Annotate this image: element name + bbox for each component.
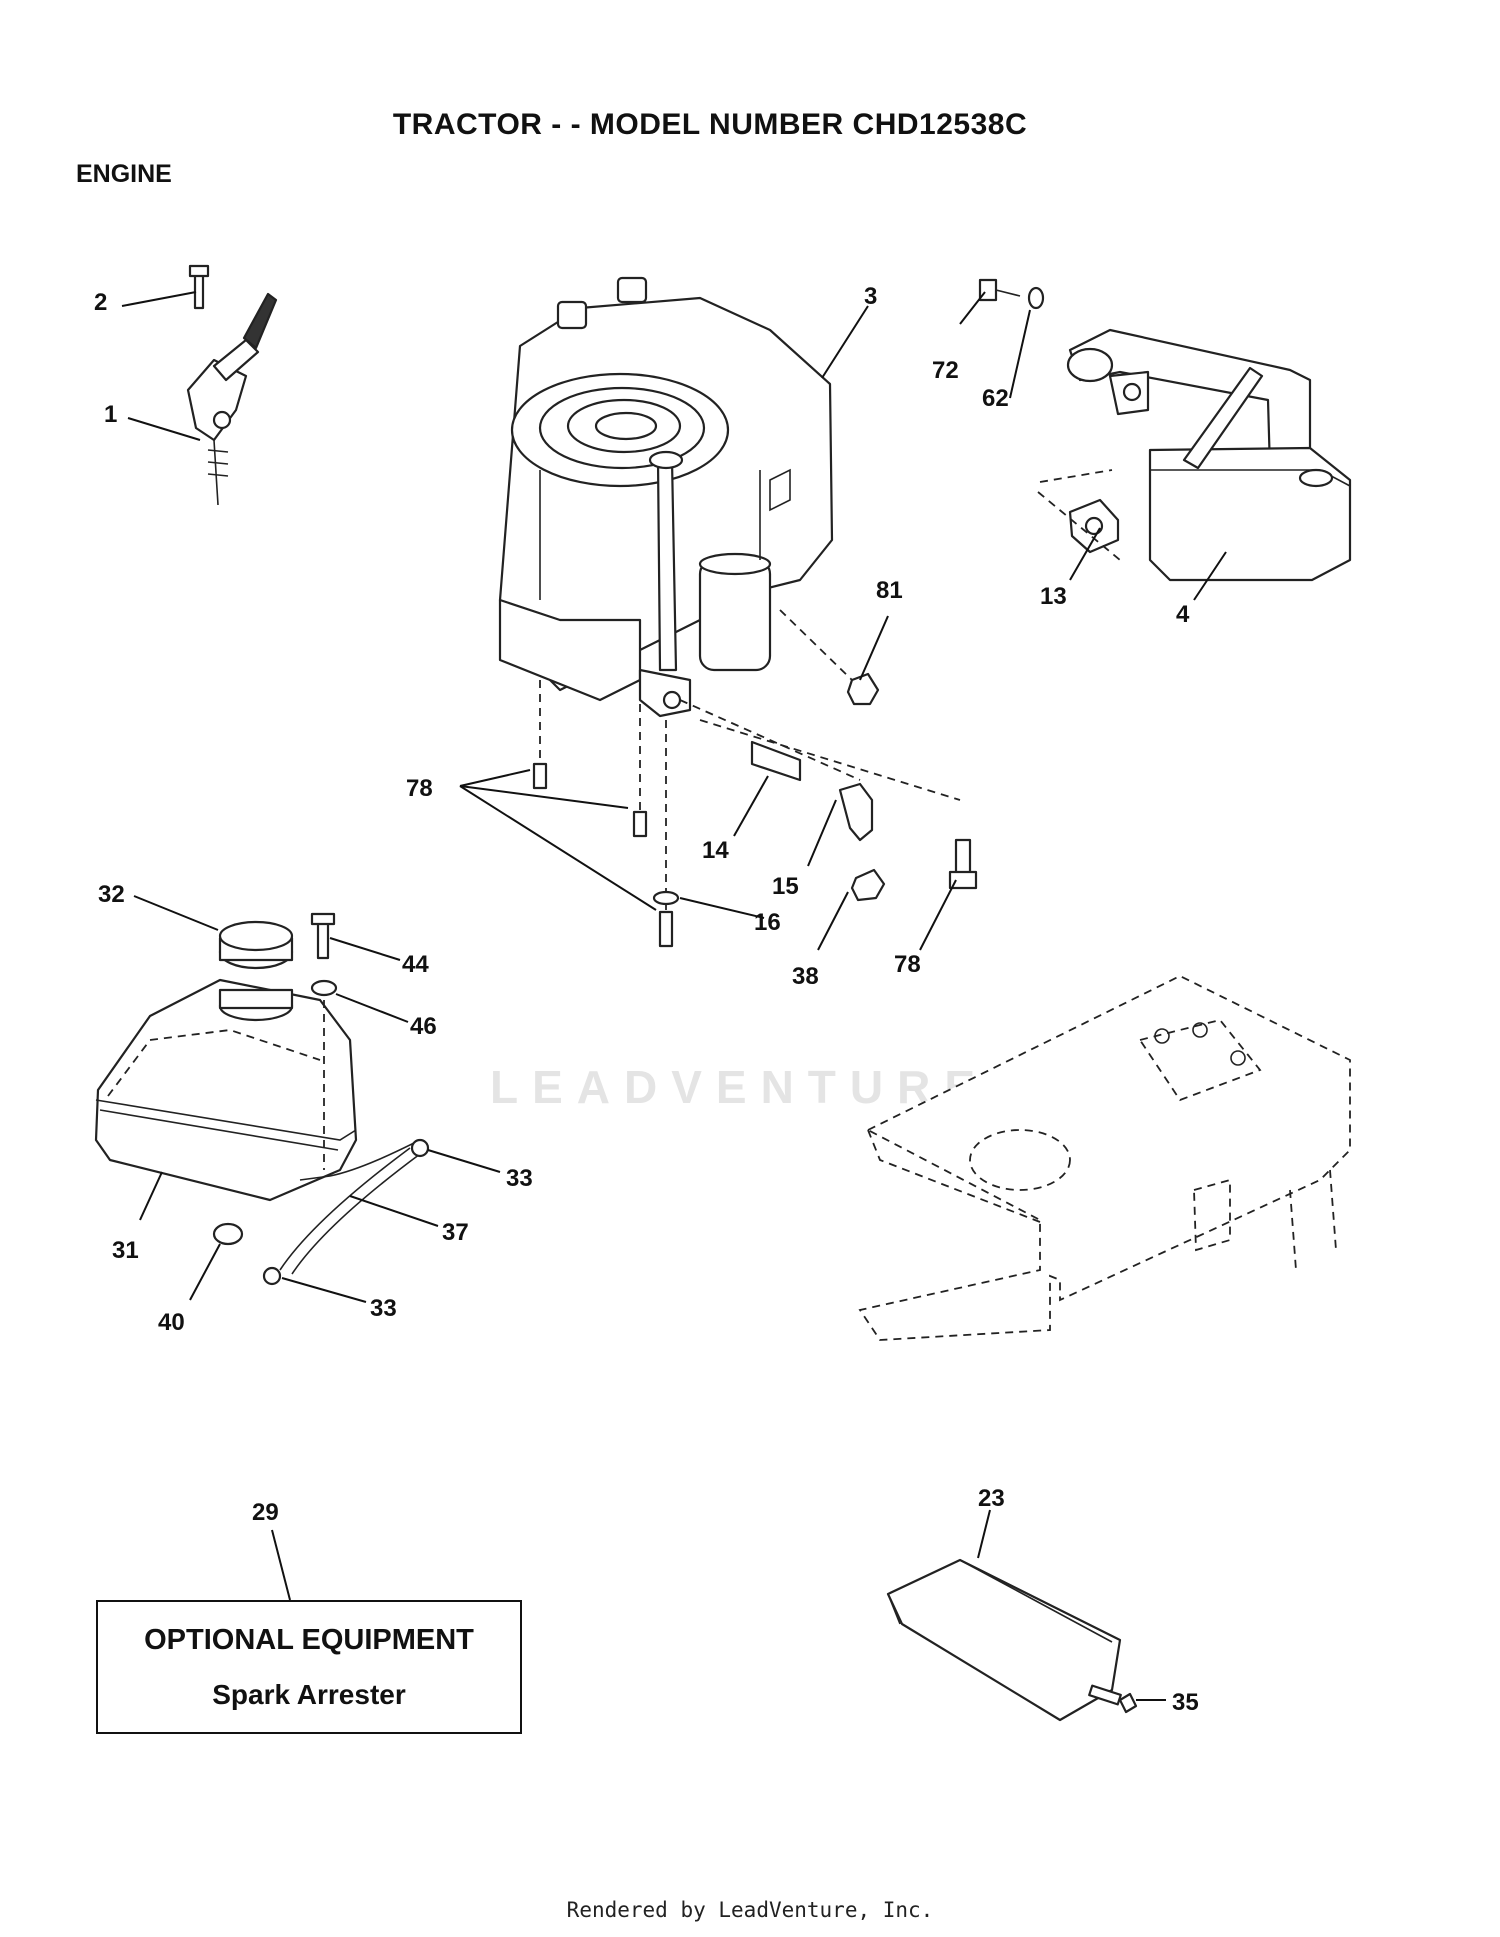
callout-81: 81 [876,577,903,604]
page-title: TRACTOR - - MODEL NUMBER CHD12538C [392,108,1028,141]
callout-15: 15 [772,873,799,900]
callout-14: 14 [702,837,729,864]
callout-72: 72 [932,357,959,384]
engine-fasteners [532,609,978,948]
fuel-tank-part [94,912,430,1286]
watermark: LEADVENTURE [490,1061,990,1113]
optional-equipment-item: Spark Arrester [212,1679,406,1710]
callout-29: 29 [252,1499,279,1526]
callout-33-bottom: 33 [370,1295,397,1322]
section-heading: ENGINE [76,160,172,188]
heat-shield-part [886,1558,1138,1722]
engine-part [498,276,834,718]
callout-1: 1 [104,401,117,428]
callout-3: 3 [864,283,877,310]
leader-lines [121,291,1227,1701]
callout-33-top: 33 [506,1165,533,1192]
optional-equipment-heading: OPTIONAL EQUIPMENT [144,1624,474,1656]
callout-37: 37 [442,1219,469,1246]
callout-78-bolt: 78 [894,951,921,978]
callout-62: 62 [982,385,1009,412]
tractor-frame-reference [858,974,1351,1341]
callout-2: 2 [94,289,107,316]
throttle-control-part [186,264,278,506]
callout-38: 38 [792,963,819,990]
callout-13: 13 [1040,583,1067,610]
callout-40: 40 [158,1309,185,1336]
callout-46: 46 [410,1013,437,1040]
callout-31: 31 [112,1237,139,1264]
callout-78-group: 78 [406,775,433,802]
callout-44: 44 [402,951,429,978]
callout-32: 32 [98,881,125,908]
callout-23: 23 [978,1485,1005,1512]
callout-4: 4 [1176,601,1190,628]
callout-35: 35 [1172,1689,1199,1716]
callout-16: 16 [754,909,781,936]
optional-equipment-box: OPTIONAL EQUIPMENT Spark Arrester [96,1600,522,1734]
muffler-part [978,278,1352,582]
footer-credit: Rendered by LeadVenture, Inc. [566,1898,934,1922]
